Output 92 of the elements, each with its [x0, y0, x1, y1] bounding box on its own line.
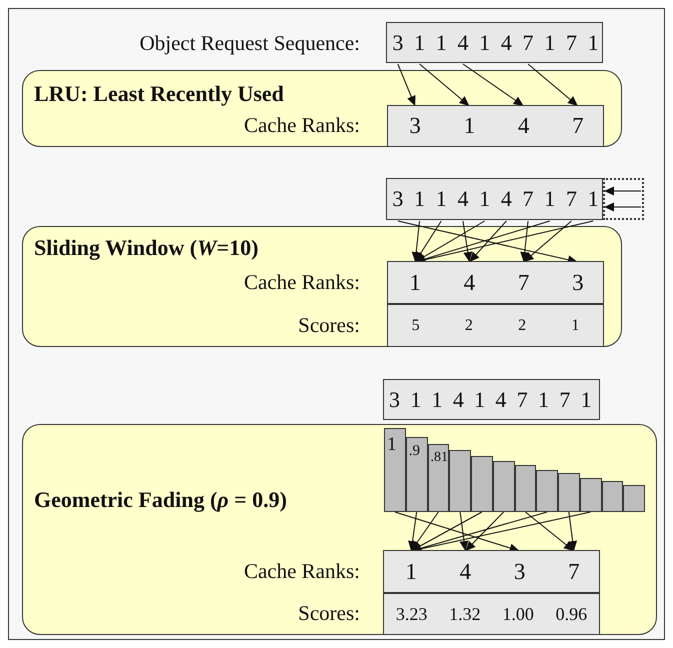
- sequence-digit: 3: [387, 23, 409, 64]
- score-value: 2: [464, 316, 474, 336]
- sequence-digit: 4: [452, 23, 474, 64]
- sequence-digit: 7: [517, 23, 539, 64]
- rank-box: [387, 105, 604, 147]
- rank-value: 7: [546, 551, 601, 594]
- rank-value: 4: [442, 262, 496, 305]
- score-value: 1: [570, 316, 580, 336]
- weight-bar: [471, 456, 493, 512]
- sequence-digit: 1: [582, 179, 604, 221]
- scores-box: [383, 593, 600, 635]
- row-label: Object Request Sequence:: [140, 30, 360, 56]
- sequence-digit: 4: [452, 179, 474, 221]
- arrow: [462, 220, 472, 262]
- panel-title: Sliding Window (W=10): [34, 235, 258, 261]
- arrow: [394, 512, 520, 552]
- arrow: [408, 512, 418, 552]
- rank-value: 4: [438, 551, 492, 594]
- panel-title: Geometric Fading (ρ = 0.9): [34, 487, 288, 513]
- arrow: [604, 202, 642, 212]
- sequence-box: [386, 22, 603, 63]
- arrow: [520, 220, 530, 262]
- arrow: [460, 512, 468, 552]
- sequence-box: 3 1 1 4 1 4 7 1 7 1: [383, 379, 600, 420]
- window-box: [603, 178, 644, 220]
- policy-panel: [22, 424, 657, 635]
- arrow: [412, 220, 421, 262]
- policy-panel: [22, 226, 622, 347]
- weight-bar: .9: [406, 437, 428, 512]
- sequence-digit: 1: [430, 179, 452, 221]
- arrow: [462, 64, 524, 106]
- sequence-digit: 7: [517, 179, 539, 221]
- weight-bar: 1: [384, 428, 406, 512]
- arrow: [468, 220, 507, 262]
- score-value: 5: [410, 316, 421, 336]
- score-value: 3.23: [394, 603, 428, 626]
- sequence-digit: 7: [560, 23, 582, 64]
- arrow: [568, 512, 578, 552]
- weight-bar: [580, 478, 602, 512]
- sequence-digit: 1: [408, 179, 430, 221]
- arrow: [410, 512, 439, 552]
- rank-value: 3: [492, 551, 547, 594]
- panel-title: LRU: Least Recently Used: [34, 81, 284, 107]
- arrow: [523, 220, 572, 262]
- sequence-digit: 1: [538, 23, 561, 64]
- rank-value: 4: [496, 106, 551, 148]
- row-label: Cache Ranks:: [244, 558, 360, 584]
- arrow: [604, 186, 642, 196]
- weight-bar: [602, 481, 624, 512]
- rank-box: [383, 550, 600, 593]
- row-label: Cache Ranks:: [244, 112, 360, 138]
- sequence-digit: 1: [430, 23, 452, 64]
- sequence-digit: 7: [560, 179, 582, 221]
- weight-bar: [536, 470, 558, 512]
- rank-value: 7: [496, 262, 551, 305]
- sequence-digit: 4: [496, 23, 518, 64]
- weight-bar: [492, 461, 514, 512]
- row-label: Cache Ranks:: [244, 268, 360, 294]
- arrow: [414, 220, 442, 262]
- arrow: [397, 64, 416, 106]
- row-label: Scores:: [298, 600, 360, 626]
- rank-value: 1: [442, 106, 496, 148]
- weight-bar: [558, 473, 580, 512]
- weight-bar: [514, 465, 536, 512]
- sequence-digit: 1: [474, 23, 496, 64]
- weight-bar: [623, 485, 645, 512]
- rank-value: 3: [388, 106, 442, 148]
- sequence-digit: 3: [387, 179, 409, 221]
- rank-value: 1: [384, 551, 438, 594]
- rank-value: 3: [550, 262, 605, 305]
- arrow: [524, 512, 574, 552]
- sequence-box: [386, 178, 603, 220]
- policy-panel: [22, 70, 622, 147]
- sequence-digit: 1: [538, 179, 561, 221]
- arrow: [528, 64, 578, 106]
- rank-value: 7: [550, 106, 605, 148]
- score-value: 2: [517, 316, 528, 336]
- weight-bar: .81: [428, 444, 450, 512]
- scores-box: [387, 304, 604, 347]
- arrow: [419, 64, 470, 106]
- sequence-digit: 1: [408, 23, 430, 64]
- sequence-digit: 1: [474, 179, 496, 221]
- sequence-digit: 1: [582, 23, 604, 64]
- score-value: 0.96: [554, 603, 588, 626]
- score-value: 1.32: [448, 603, 482, 626]
- weight-bar: [449, 450, 471, 512]
- row-label: Scores:: [298, 312, 360, 338]
- rank-value: 1: [388, 262, 442, 305]
- rank-box: [387, 261, 604, 304]
- arrow: [464, 512, 504, 552]
- score-value: 1.00: [501, 603, 535, 626]
- sequence-digit: 4: [496, 179, 518, 221]
